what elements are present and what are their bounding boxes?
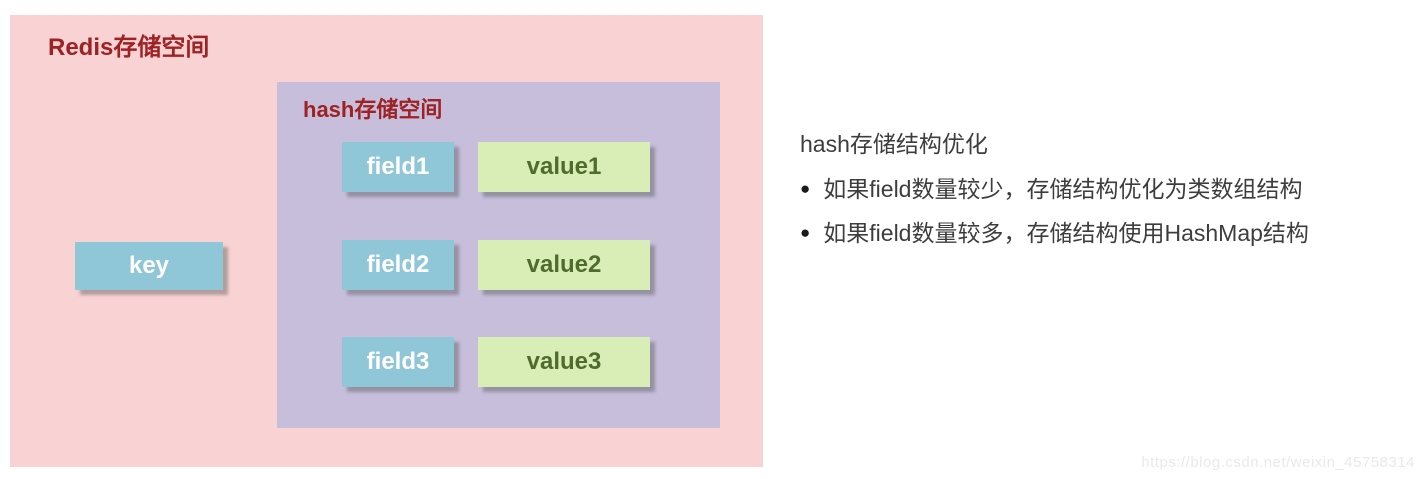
hash-storage-space-title: hash存储空间 xyxy=(303,97,443,122)
field1-box: field1 xyxy=(342,142,454,192)
csdn-watermark: https://blog.csdn.net/weixin_45758314 xyxy=(1141,454,1415,471)
notes-bullet-1: ● 如果field数量较少，存储结构优化为类数组结构 xyxy=(800,174,1400,204)
bullet-dot-icon: ● xyxy=(800,179,811,198)
notes-panel: hash存储结构优化 ● 如果field数量较少，存储结构优化为类数组结构 ● … xyxy=(800,130,1400,262)
value3-box: value3 xyxy=(478,337,650,387)
field3-box: field3 xyxy=(342,337,454,387)
notes-heading: hash存储结构优化 xyxy=(800,131,988,157)
value1-box: value1 xyxy=(478,142,650,192)
hash-storage-space-box: hash存储空间 field1 value1 field2 value2 fie… xyxy=(277,82,720,428)
value1-label: value1 xyxy=(526,153,602,180)
value2-box: value2 xyxy=(478,240,650,290)
field1-label: field1 xyxy=(366,153,430,180)
key-box: key xyxy=(75,242,223,290)
bullet-dot-icon: ● xyxy=(800,223,811,242)
value2-label: value2 xyxy=(526,251,602,278)
redis-storage-space-box: Redis存储空间 key hash存储空间 field1 value1 fie… xyxy=(10,15,763,467)
notes-bullet-2-text: 如果field数量较多，存储结构使用HashMap结构 xyxy=(823,220,1309,246)
value3-label: value3 xyxy=(526,348,602,375)
notes-bullet-1-text: 如果field数量较少，存储结构优化为类数组结构 xyxy=(823,176,1303,202)
field2-box: field2 xyxy=(342,240,454,290)
field3-label: field3 xyxy=(366,348,430,375)
key-label: key xyxy=(128,252,170,279)
field2-label: field2 xyxy=(366,251,430,278)
redis-storage-space-title: Redis存储空间 xyxy=(48,34,210,61)
notes-bullet-2: ● 如果field数量较多，存储结构使用HashMap结构 xyxy=(800,218,1400,248)
